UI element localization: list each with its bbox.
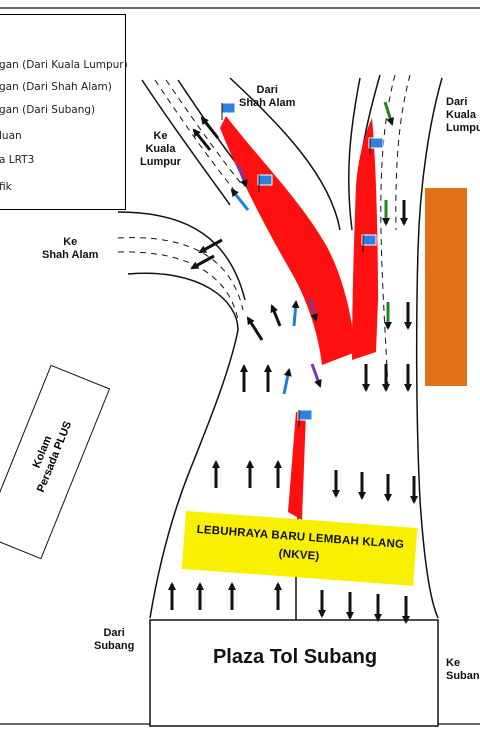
label-dari-shah-alam: Dari Shah Alam: [239, 84, 296, 109]
red-zone-lower: [288, 412, 306, 520]
red-zone-main: [220, 116, 356, 365]
arrow-upleft-icon: [246, 316, 264, 341]
arrow-blue-upleft-icon: [230, 188, 250, 211]
legend-item: gan (Dari Shah Alam): [0, 81, 112, 93]
arrow-green-icon: [383, 101, 394, 126]
label-ke-shah-alam: Ke Shah Alam: [42, 236, 99, 261]
flag-icon: [368, 137, 384, 155]
toll-plaza-label: Plaza Tol Subang: [212, 646, 378, 668]
label-ke-subang: Ke Suban: [446, 657, 480, 682]
legend-box: gan (Dari Kuala Lumpur) gan (Dari Shah A…: [0, 14, 128, 210]
arrow-upleft-icon: [270, 304, 282, 327]
arrow-purple-icon: [236, 163, 248, 188]
legend-item: gan (Dari Kuala Lumpur): [0, 59, 128, 71]
label-ke-kuala-lumpur: Ke Kuala Lumpur: [140, 130, 181, 168]
legend-item: luan: [0, 130, 22, 142]
flag-icon: [297, 409, 313, 427]
arrow-left-icon: [190, 254, 215, 270]
arrow-purple-icon: [310, 363, 322, 388]
orange-block: [425, 188, 467, 386]
lane-markings: [117, 74, 411, 391]
arrow-blue-up-icon: [291, 300, 300, 327]
flag-markers: [220, 102, 384, 427]
arrow-up-icon: [282, 368, 292, 395]
toll-plaza-box: [149, 619, 439, 727]
label-dari-subang: Dari Subang: [94, 627, 135, 652]
legend-item: fik: [0, 181, 12, 193]
legend-item: gan (Dari Subang): [0, 104, 96, 116]
flag-icon: [220, 102, 236, 120]
arrow-upleft-icon: [192, 128, 212, 151]
arrow-purple-icon: [308, 297, 319, 322]
label-dari-kuala-lumpur: Dari Kuala Lumpu: [446, 96, 480, 134]
flag-icon: [257, 174, 273, 192]
arrow-left-icon: [198, 238, 223, 254]
flag-icon: [361, 234, 377, 252]
traffic-arrows: [168, 101, 418, 624]
arrow-upleft-icon: [200, 116, 220, 139]
legend-item: a LRT3: [0, 154, 35, 166]
